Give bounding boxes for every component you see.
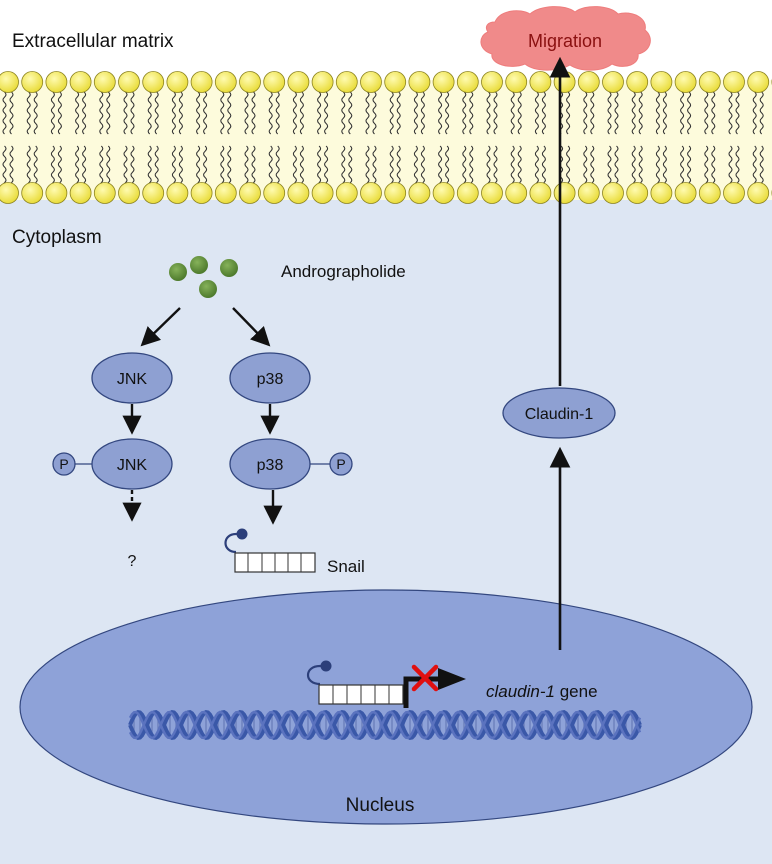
cytoplasm-label: Cytoplasm: [12, 227, 102, 248]
gene-name: claudin-1: [486, 682, 555, 701]
andrographolide-label: Andrographolide: [281, 262, 406, 281]
inhibition-x-icon: [411, 664, 439, 692]
phosphate-right: [329, 452, 353, 476]
gene-word: gene: [555, 682, 598, 701]
claudin-gene-label: claudin-1 gene: [486, 682, 598, 701]
membrane-band: [0, 80, 772, 200]
arrow-drug-to-p38: [232, 307, 271, 347]
phosphate-left-label: P: [59, 456, 68, 472]
lipid-heads-outer-leaflet: [0, 71, 772, 93]
extracellular-label: Extracellular matrix: [12, 31, 174, 52]
phosphate-right-label: P: [336, 456, 345, 472]
snail-protein: [224, 528, 316, 573]
migration-label: Migration: [528, 31, 602, 51]
phospho-jnk-protein: [91, 438, 173, 490]
p38-protein: [229, 352, 311, 404]
claudin-1-label: Claudin-1: [525, 406, 594, 423]
lipid-heads-inner-leaflet: [0, 182, 772, 204]
jnk-protein: [91, 352, 173, 404]
phospho-p38-protein: [229, 438, 311, 490]
snail-label: Snail: [327, 557, 365, 576]
unknown-target-label: ?: [128, 553, 137, 570]
jnk-label: JNK: [117, 371, 148, 388]
nucleus: [19, 589, 753, 825]
claudin-1-protein: [502, 387, 616, 439]
snail-on-promoter: [306, 660, 404, 705]
nucleus-label: Nucleus: [346, 795, 415, 816]
phosphate-left: [52, 452, 76, 476]
phospho-jnk-label: JNK: [117, 457, 148, 474]
dna-helix: [128, 709, 642, 741]
arrow-drug-to-jnk: [140, 307, 181, 347]
p38-label: p38: [257, 371, 284, 388]
phospho-p38-label: p38: [257, 457, 284, 474]
lipid-tails: [2, 91, 764, 189]
andrographolide-molecules: [169, 256, 238, 298]
migration-cloud: Migration: [480, 6, 651, 71]
